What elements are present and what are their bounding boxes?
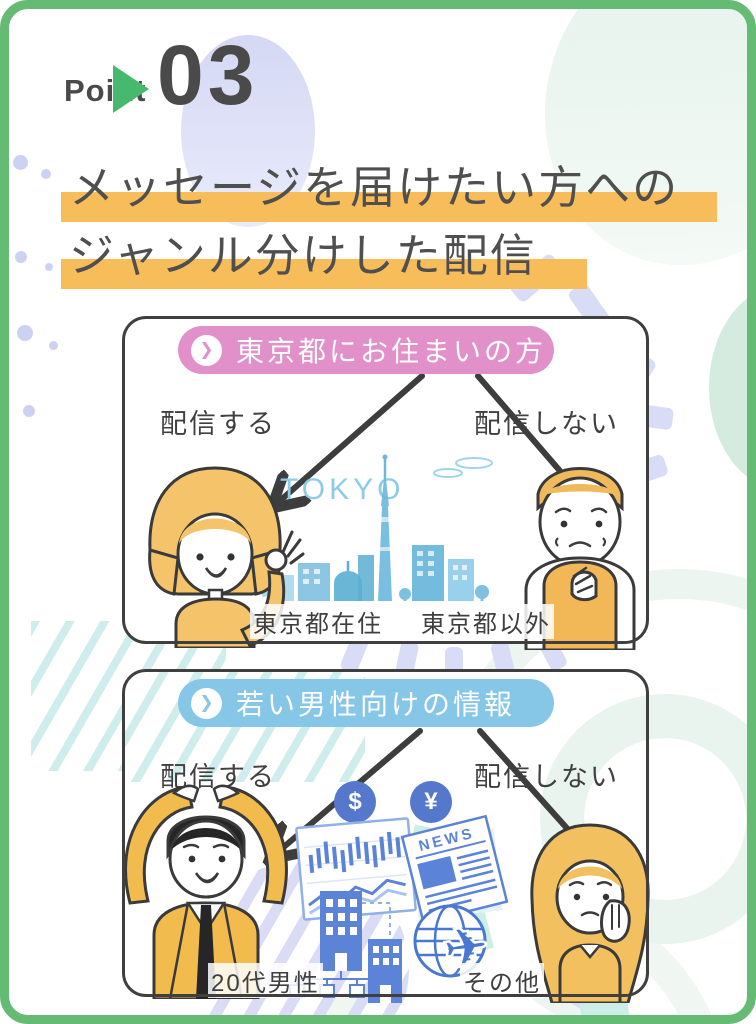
title-line-1: メッセージを届けたい方への	[69, 162, 680, 213]
yen-coin-icon: ¥	[410, 781, 452, 823]
caption-outside-tokyo: 東京都以外	[418, 604, 554, 639]
woman-ok-character	[148, 466, 305, 648]
not-deliver-label: 配信しない	[474, 409, 619, 439]
title-line-2: ジャンル分けした配信	[69, 230, 537, 281]
newspaper-icon: NEWS	[400, 814, 509, 924]
card1-heading: 東京都にお住まいの方	[236, 336, 547, 367]
globe-plane-icon: ✈	[413, 904, 494, 983]
caption-men-20s: 20代男性	[208, 963, 323, 998]
title-highlight-2	[61, 259, 587, 289]
lavender-dot	[23, 405, 35, 417]
caption-tokyo-resident: 東京都在住	[250, 604, 386, 639]
card-tokyo-targeting: ❯ 東京都にお住まいの方 配信する 配信しない TOKYO	[122, 316, 649, 650]
lavender-dot	[49, 341, 58, 350]
card2-heading-pill: ❯ 若い男性向けの情報	[178, 679, 554, 727]
chevron-right-icon: ❯	[191, 687, 222, 719]
point-number: 03	[157, 28, 259, 122]
lavender-dot	[15, 251, 27, 263]
card1-heading-pill: ❯ 東京都にお住まいの方	[178, 326, 554, 374]
mint-circle-right	[709, 285, 747, 490]
not-deliver-label: 配信しない	[474, 762, 619, 792]
card-young-men-targeting: ❯ 若い男性向けの情報 配信する 配信しない $ ¥	[122, 669, 747, 1015]
caption-others: その他	[460, 963, 544, 998]
lavender-dot	[13, 155, 28, 170]
chevron-right-icon: ❯	[191, 334, 222, 366]
card2-heading: 若い男性向けの情報	[236, 689, 516, 720]
deliver-label: 配信する	[160, 409, 276, 439]
lavender-dot	[45, 263, 53, 271]
lavender-dot	[17, 325, 33, 341]
company-buildings-icon	[289, 891, 402, 1003]
triangle-icon	[113, 65, 149, 113]
dollar-coin-icon: $	[334, 781, 376, 823]
lavender-dot	[41, 169, 51, 179]
